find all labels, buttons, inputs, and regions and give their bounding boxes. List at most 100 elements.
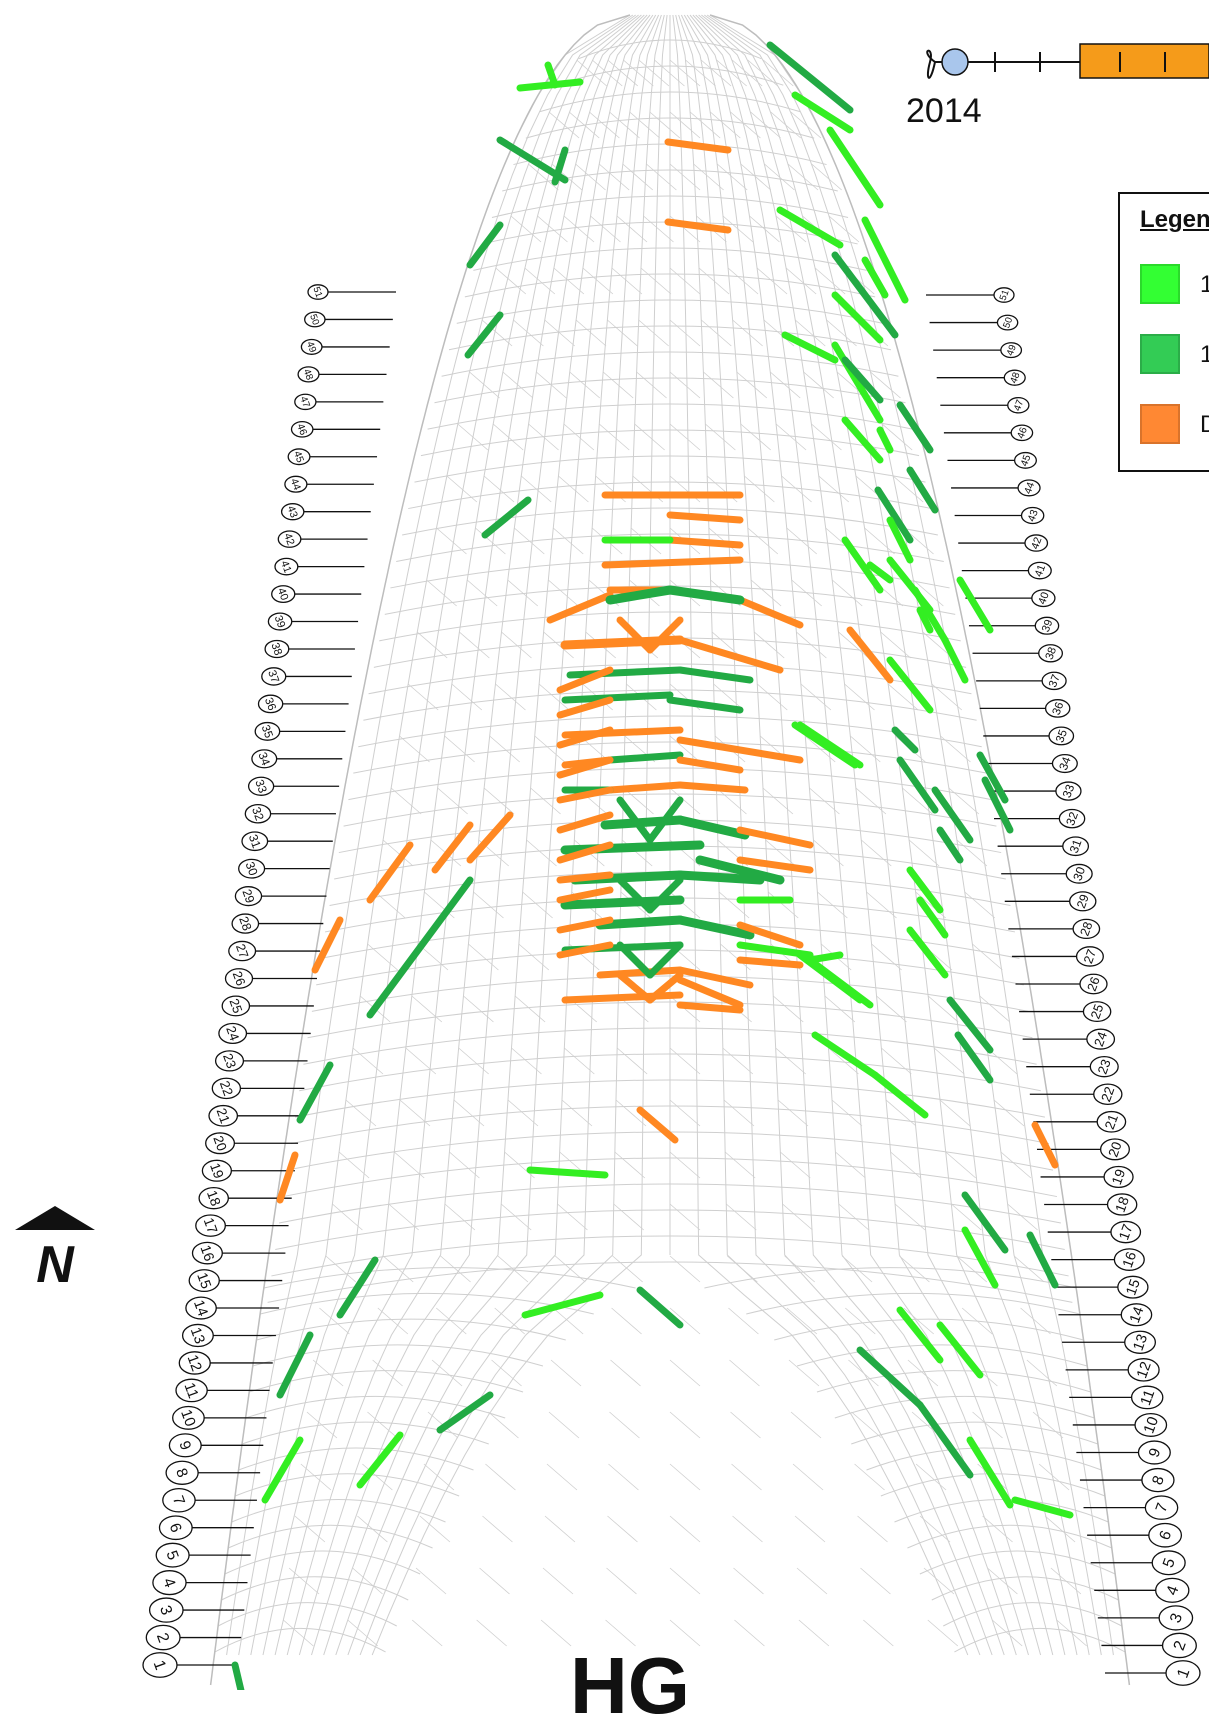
mesh-hatch [763,319,795,347]
mesh-hatch [526,839,557,867]
mesh-hatch [458,1047,489,1075]
row-label-right: 3 [1097,1605,1194,1631]
row-label-left: 26 [224,968,317,989]
row-label-text: 34 [1056,755,1074,773]
mesh-hatch [818,475,850,503]
mesh-hatch [544,1515,576,1543]
mesh-hatch [857,1515,888,1543]
mesh-hatch [629,111,660,139]
mesh-hatch [775,423,807,451]
row-label-text: 28 [236,915,254,933]
row-label-text: 16 [1120,1250,1140,1270]
crack-segment [976,751,1009,804]
row-label-left: 41 [274,557,365,576]
crack-segment [936,826,964,864]
mesh-hatch [468,943,499,971]
row-label-left: 47 [294,393,384,411]
row-label-text: 22 [217,1079,236,1098]
mesh-arc [279,1183,1061,1224]
mesh-hatch [693,163,724,191]
crack-segment [466,221,504,269]
mesh-hatch [828,1047,859,1075]
row-label-right: 46 [943,424,1034,442]
mesh-hatch [638,319,669,347]
mesh-line [698,14,1078,1656]
mesh-hatch [991,1619,1023,1647]
mesh-arc [894,1498,1109,1523]
mesh-hatch [636,371,667,399]
mesh-hatch [453,1099,485,1127]
mesh-hatch [796,631,827,659]
mesh-hatch [669,1359,701,1387]
mesh-arc [290,1105,1050,1145]
mesh-hatch [727,1255,758,1283]
mesh-arc [241,1421,489,1445]
mesh-hatch [575,319,607,347]
mesh-hatch [542,1567,574,1595]
mesh-hatch [548,111,580,139]
row-label-left: 11 [175,1378,270,1403]
legend-swatch-dark-green [1140,334,1180,374]
mesh-hatch [892,475,924,503]
timeline-handle[interactable] [941,48,969,76]
crack-segment [676,976,744,1009]
tunnel-outer-left [209,14,631,1686]
row-label-right: 9 [1076,1440,1171,1465]
crack-segment [896,401,934,454]
mesh-hatch [399,735,430,763]
mesh-hatch [347,1619,379,1647]
row-label-right: 8 [1079,1467,1175,1493]
row-label-right: 45 [947,451,1037,469]
mesh-hatch [730,1411,761,1439]
mesh-hatch [669,319,701,347]
mesh-hatch [831,1099,863,1127]
mesh-hatch [563,423,595,451]
mesh-arc [816,1370,1091,1393]
crack-segment [831,341,884,424]
mesh-hatch [831,579,863,607]
crack-segment [916,606,934,634]
row-label-left: 45 [287,448,378,466]
mesh-hatch [669,735,701,763]
mesh-hatch [790,1411,822,1439]
crack-segment [556,696,614,719]
mesh-hatch [558,475,589,503]
mesh-hatch [669,1099,701,1127]
mesh-hatch [1007,1203,1038,1231]
mesh-hatch [382,1255,414,1283]
mesh-hatch [561,1099,593,1127]
mesh-hatch [530,787,561,815]
mesh-hatch [798,1619,830,1647]
row-label-text: 26 [1084,975,1103,994]
mesh-hatch [502,371,534,399]
crack-segment [676,966,754,989]
mesh-hatch [811,163,842,191]
crack-segment [261,1436,304,1504]
mesh-hatch [669,787,701,815]
timeline-slider[interactable] [926,43,1209,79]
crack-segment [956,576,994,634]
crack-segment [616,616,654,654]
mesh-hatch [377,1307,409,1335]
mesh-line [683,14,1017,1656]
crack-segment [466,811,514,864]
timeline-range[interactable] [1079,43,1209,79]
mesh-hatch [913,579,944,607]
mesh-hatch [306,1411,338,1439]
mesh-hatch [623,787,654,815]
mesh-hatch [476,1619,507,1647]
legend-item-label: 1 [1200,271,1209,298]
row-label-text: 32 [249,805,267,823]
mesh-arc [303,1027,1037,1065]
mesh-hatch [466,579,498,607]
mesh-hatch [654,59,685,87]
crack-segment [866,561,894,584]
mesh-hatch [615,1099,647,1127]
legend: Legend 1 1 D [1118,192,1209,472]
crack-segment [676,781,749,794]
mesh-hatch [669,163,701,191]
crack-segment [874,486,914,544]
row-label-text: 47 [1012,398,1026,413]
mesh-arc [473,247,867,271]
mesh-hatch [607,59,639,87]
